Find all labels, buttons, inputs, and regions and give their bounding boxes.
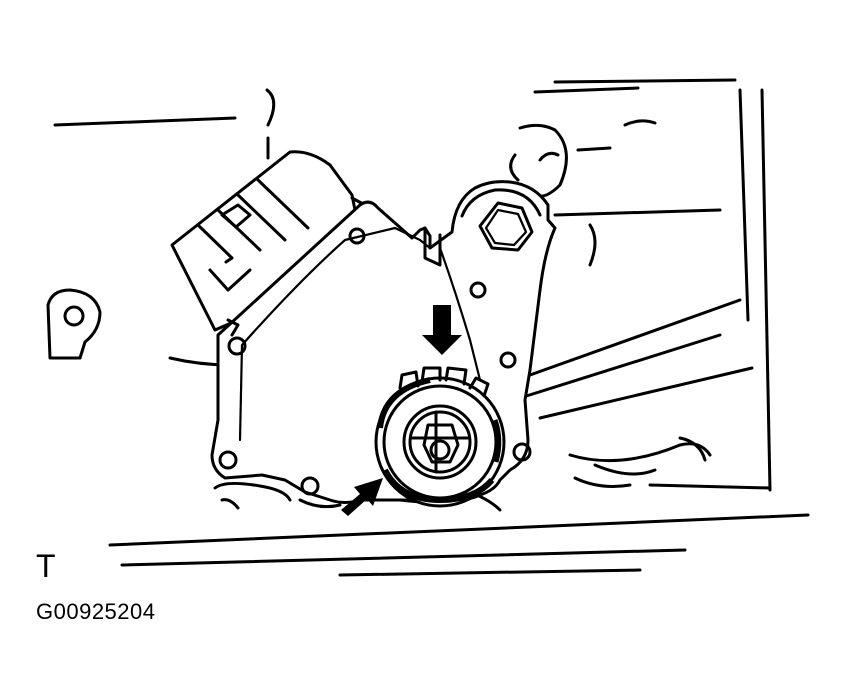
base-lines: [108, 513, 810, 577]
switch-rotor: [374, 366, 506, 508]
diagonal-arrow-icon: [341, 478, 383, 516]
figure-code: G00925204: [36, 599, 156, 624]
connector-housing: [170, 150, 372, 332]
view-letter: T: [36, 548, 56, 584]
down-arrow-icon: [422, 305, 462, 355]
mounting-bracket: [46, 288, 102, 360]
